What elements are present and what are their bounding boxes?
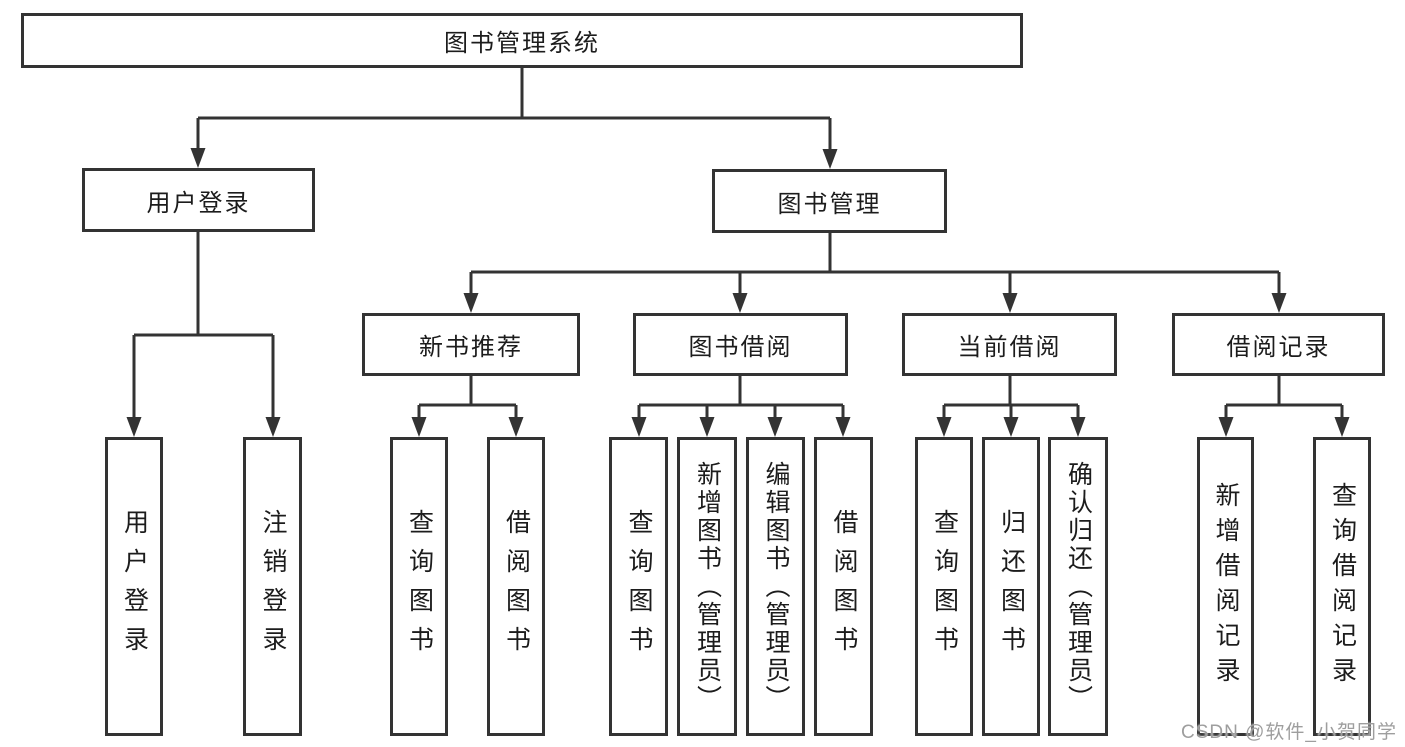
connector-borrow-records-to-leaves [1224,376,1344,419]
leaf-query-borrow-record: 查询借阅记录 [1313,437,1371,736]
arrowheads [126,148,1350,437]
node-book-borrow: 图书借阅 [633,313,848,376]
leaf-query-books-borrow: 查询图书 [609,437,668,736]
node-borrow-records: 借阅记录 [1172,313,1385,376]
node-library-system: 图书管理系统 [21,13,1023,68]
connector-new-book-to-leaves [417,376,518,419]
leaf-add-borrow-record: 新增借阅记录 [1197,437,1254,736]
leaf-add-book-admin: 新增图书（管理员） [677,437,737,736]
node-book-management: 图书管理 [712,169,947,233]
leaf-edit-book-admin: 编辑图书（管理员） [746,437,805,736]
connector-book-borrow-to-leaves [637,376,845,419]
leaf-query-books-current: 查询图书 [915,437,973,736]
leaf-logout: 注销登录 [243,437,302,736]
connector-book-mgmt-to-level3 [469,233,1281,295]
node-user-login: 用户登录 [82,168,315,232]
leaf-user-login: 用户登录 [105,437,163,736]
leaf-confirm-return-admin: 确认归还（管理员） [1048,437,1108,736]
leaf-borrow-books-recommend: 借阅图书 [487,437,545,736]
csdn-watermark: CSDN @软件_小贺同学 [1181,722,1397,743]
leaf-return-book: 归还图书 [982,437,1040,736]
node-new-book-recommend: 新书推荐 [362,313,580,376]
leaf-query-books-recommend: 查询图书 [390,437,448,736]
node-current-borrow: 当前借阅 [902,313,1117,376]
leaf-borrow-books: 借阅图书 [814,437,873,736]
connector-current-borrow-to-leaves [942,376,1080,419]
connector-user-login-to-leaves [132,232,275,419]
connector-root-to-level2 [196,66,832,151]
